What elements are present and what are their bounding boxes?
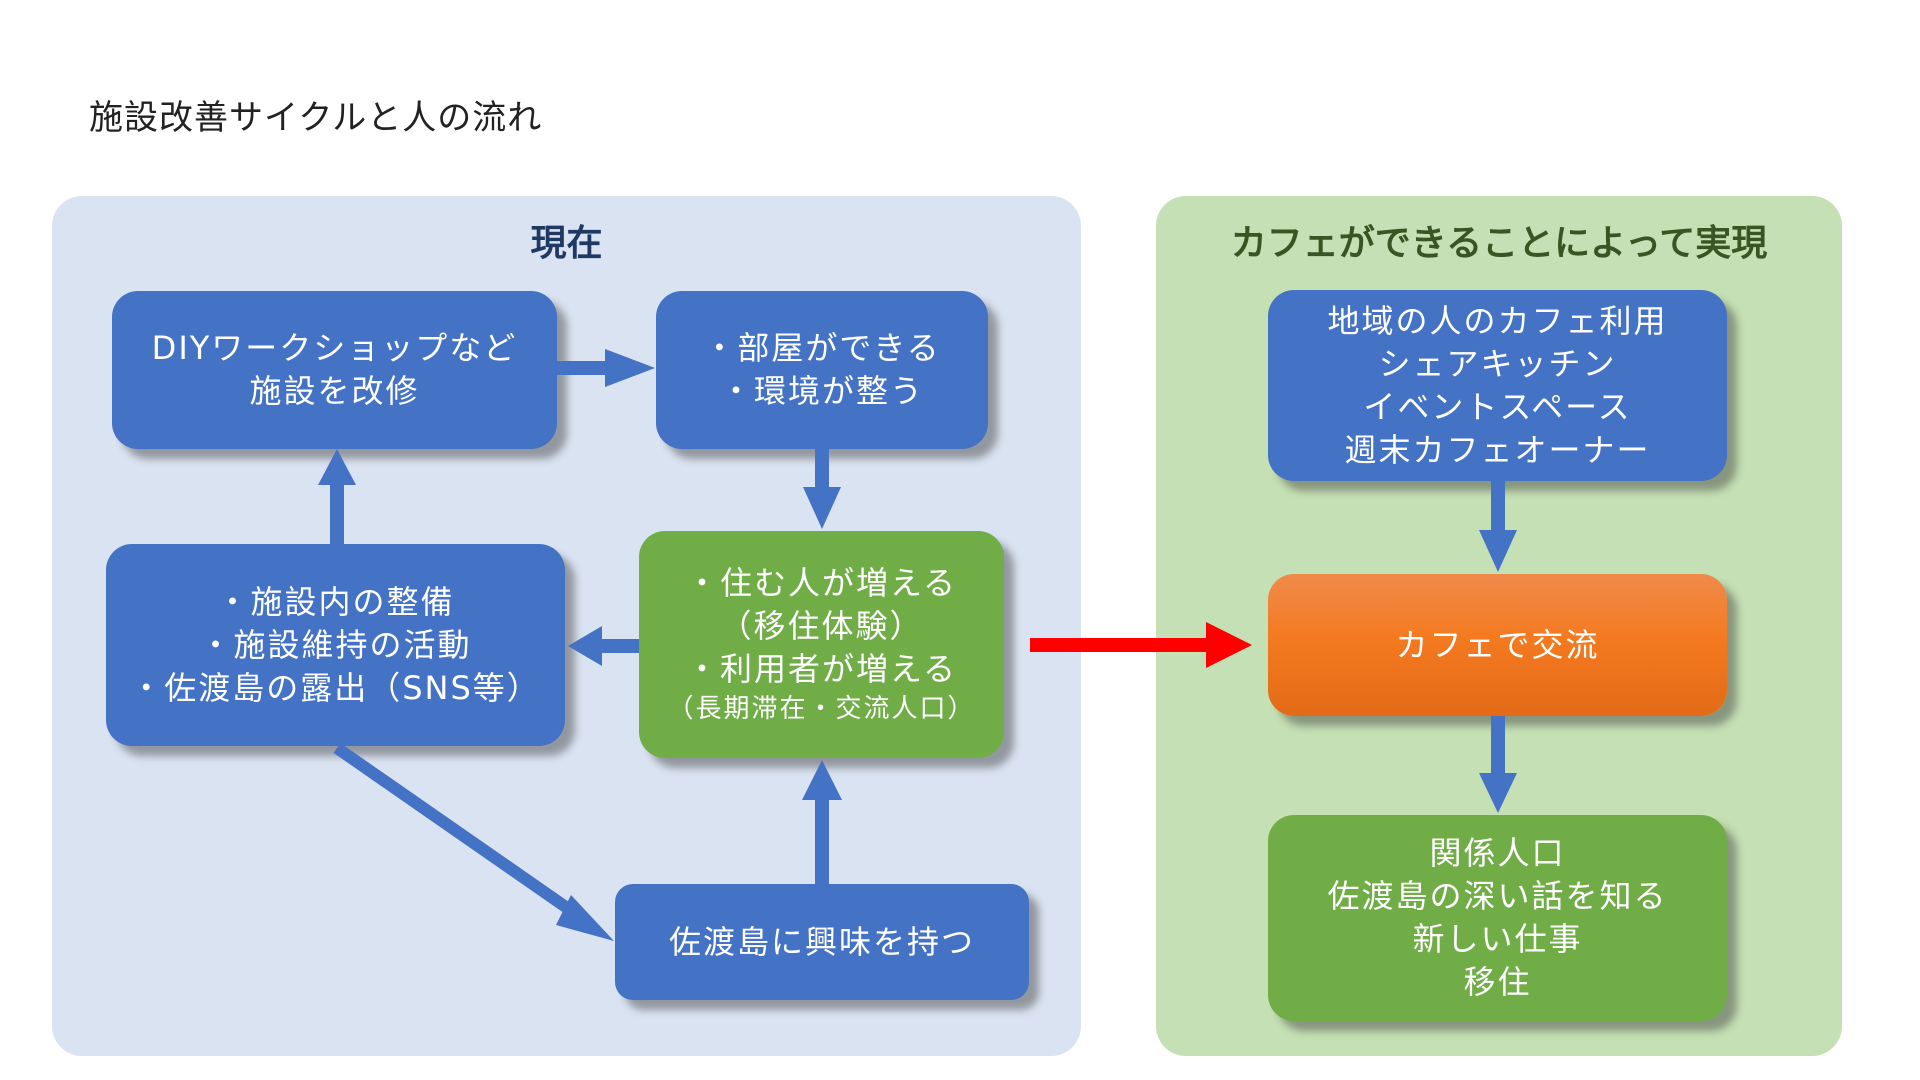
page-title: 施設改善サイクルと人の流れ — [89, 98, 543, 138]
box-line: 佐渡島に興味を持つ — [668, 922, 975, 961]
box-line: ・佐渡島の露出（SNS等） — [130, 668, 541, 707]
box-line: ・利用者が増える — [685, 650, 958, 688]
box-line: （長期滞在・交流人口） — [667, 694, 976, 724]
rooms-ready-box: ・部屋ができる ・環境が整う — [656, 291, 988, 449]
residents-increase-box: ・住む人が増える （移住体験） ・利用者が増える （長期滞在・交流人口） — [639, 531, 1004, 758]
box-line: カフェで交流 — [1395, 625, 1600, 664]
box-line: 施設を改修 — [249, 372, 420, 410]
box-line: 移住 — [1463, 963, 1532, 1001]
future-panel-title: カフェができることによって実現 — [1230, 223, 1768, 264]
box-line: （移住体験） — [719, 607, 924, 645]
box-line: イベントスペース — [1363, 387, 1632, 426]
current-panel-title: 現在 — [530, 223, 603, 264]
box-line: シェアキッチン — [1378, 344, 1617, 383]
facility-maintenance-box: ・施設内の整備 ・施設維持の活動 ・佐渡島の露出（SNS等） — [106, 544, 565, 746]
box-line: 週末カフェオーナー — [1344, 430, 1651, 469]
box-line: 関係人口 — [1429, 834, 1566, 872]
cafe-uses-box: 地域の人のカフェ利用 シェアキッチン イベントスペース 週末カフェオーナー — [1268, 290, 1727, 481]
box-line: ・住む人が増える — [685, 564, 958, 602]
box-line: ・部屋ができる — [703, 329, 941, 367]
box-line: 佐渡島の深い話を知る — [1327, 877, 1668, 915]
box-line: ・施設維持の活動 — [199, 625, 472, 664]
diy-renovation-box: DIYワークショップなど 施設を改修 — [112, 291, 557, 449]
box-line: ・環境が整う — [719, 372, 924, 410]
box-line: ・施設内の整備 — [216, 582, 455, 621]
box-line: 地域の人のカフェ利用 — [1327, 301, 1668, 340]
box-line: DIYワークショップなど — [151, 329, 518, 367]
box-line: 新しい仕事 — [1412, 920, 1583, 958]
outcomes-box: 関係人口 佐渡島の深い話を知る 新しい仕事 移住 — [1268, 815, 1727, 1021]
interest-in-sado-box: 佐渡島に興味を持つ — [615, 884, 1029, 1000]
cafe-exchange-box: カフェで交流 — [1268, 574, 1727, 716]
